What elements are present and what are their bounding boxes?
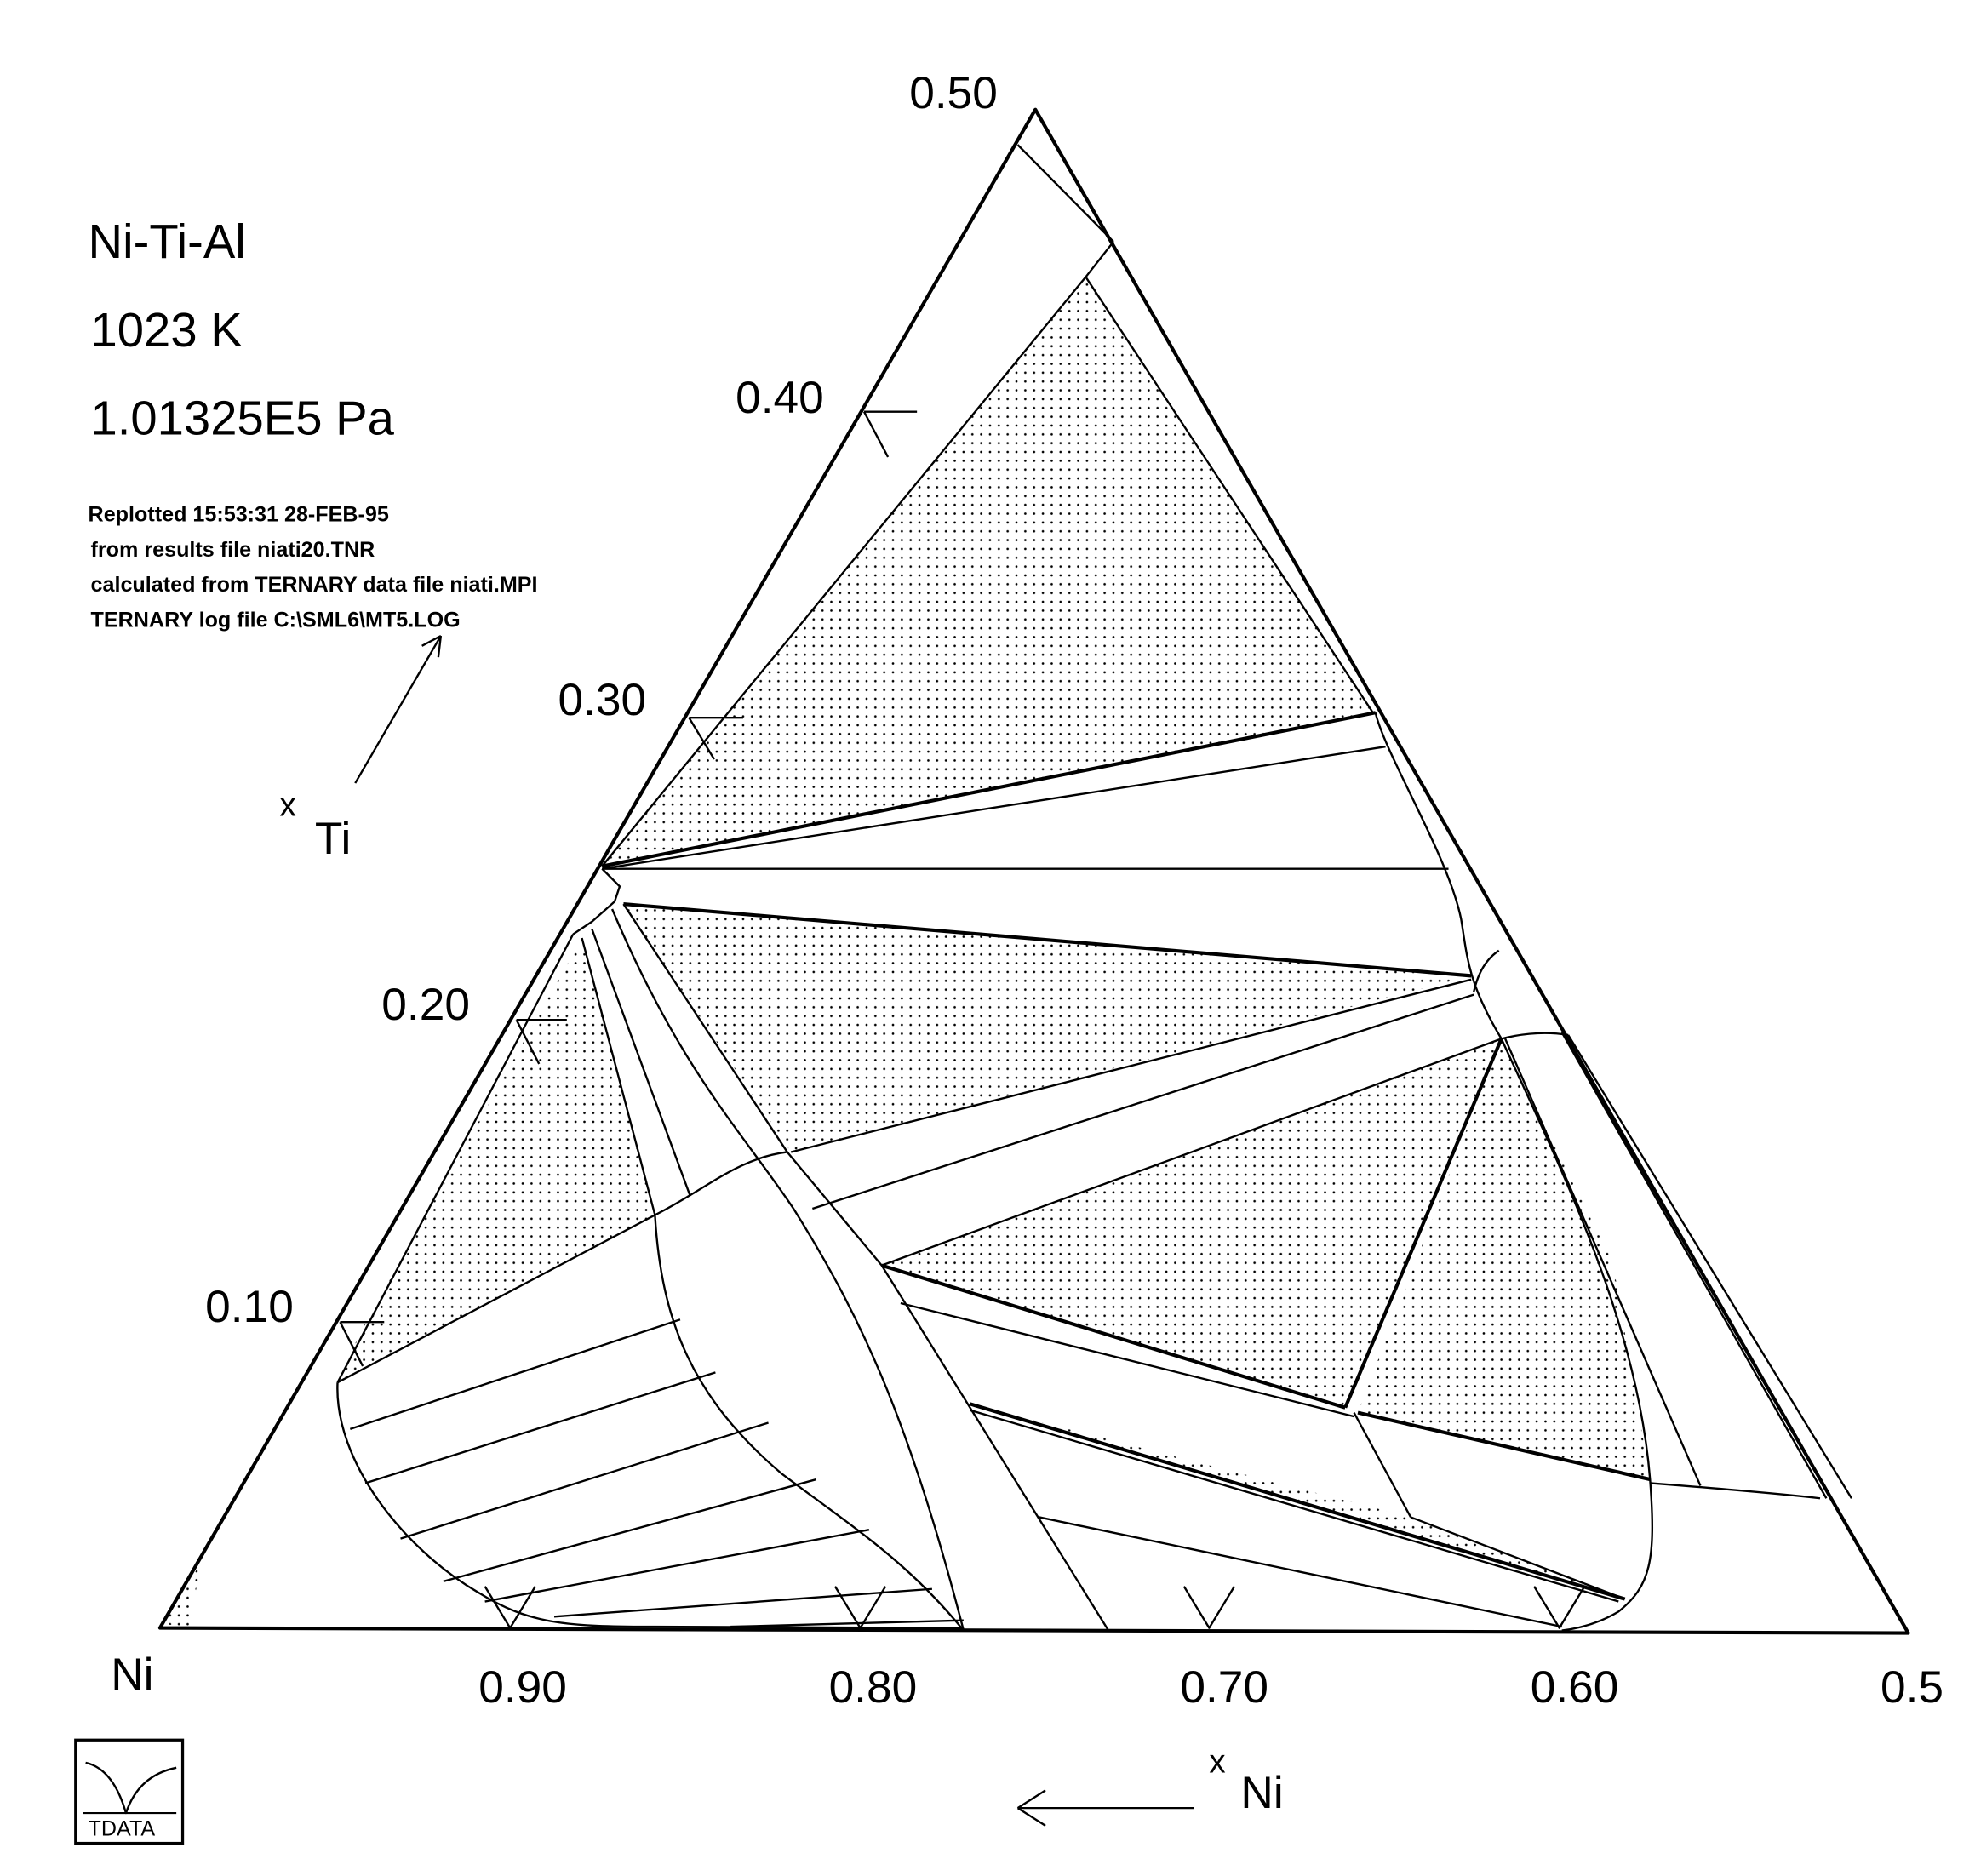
- shaded-region-left: [340, 938, 655, 1381]
- ti-axis-arrow-icon: [354, 634, 443, 784]
- ni-tick-label: 0.60: [1531, 1662, 1619, 1713]
- corner-label-ni: Ni: [111, 1650, 153, 1700]
- ni-tick-label: 0.5: [1881, 1662, 1944, 1713]
- temperature-label: 1023 K: [91, 303, 243, 357]
- shaded-region-top: [602, 277, 1373, 867]
- ti-axis-x: x: [279, 787, 295, 824]
- ti-tick-label: 0.20: [381, 980, 470, 1030]
- ni-tick-label: 0.80: [829, 1662, 918, 1713]
- info-line: from results file niati20.TNR: [91, 538, 375, 562]
- shaded-region-corner: [163, 1561, 202, 1627]
- ti-tick-label: 0.30: [558, 675, 646, 725]
- ni-axis-arrow-icon: [1016, 1789, 1194, 1827]
- ni-tick-label: 0.70: [1180, 1662, 1268, 1713]
- ni-tick-label: 0.90: [478, 1662, 567, 1713]
- info-line: Replotted 15:53:31 28-FEB-95: [89, 502, 389, 526]
- three-phase-regions: [163, 277, 1651, 1627]
- tdata-logo: TDATA: [74, 1738, 185, 1845]
- ti-axis-element: Ti: [315, 814, 351, 864]
- shaded-region-center-right: [881, 1038, 1502, 1408]
- ni-axis-x: x: [1209, 1744, 1225, 1781]
- triangle-frame: [157, 107, 1910, 1635]
- system-label: Ni-Ti-Al: [89, 214, 246, 268]
- phase-boundaries: [336, 144, 1853, 1632]
- tick-marks: [339, 410, 1586, 1629]
- ti-tick-label: 0.40: [736, 373, 824, 423]
- ti-tick-label: 0.10: [205, 1282, 294, 1332]
- svg-text:TDATA: TDATA: [89, 1817, 156, 1841]
- pressure-label: 1.01325E5 Pa: [91, 391, 395, 444]
- info-line: calculated from TERNARY data file niati.…: [91, 573, 538, 597]
- shaded-region-middle: [623, 904, 1472, 1152]
- info-line: TERNARY log file C:\SML6\MT5.LOG: [91, 609, 461, 632]
- shaded-region-right: [1358, 1038, 1651, 1480]
- ti-tick-label: 0.50: [909, 68, 998, 118]
- ni-axis-element: Ni: [1240, 1768, 1283, 1818]
